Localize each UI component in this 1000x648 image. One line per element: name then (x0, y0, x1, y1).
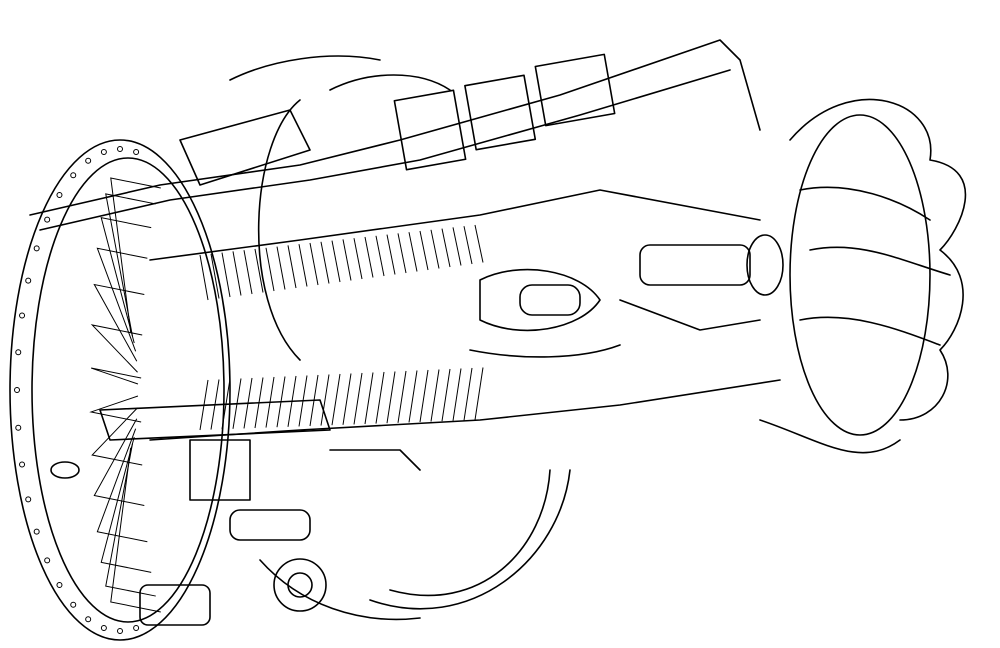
compressor-blade (430, 369, 440, 422)
compressor-blade (386, 234, 396, 275)
fan-blade (100, 217, 152, 344)
rivet (100, 625, 107, 632)
compressor-blade (452, 368, 462, 421)
accessory-gearbox (50, 399, 421, 626)
compressor-blade (254, 248, 264, 293)
compressor-blade (375, 371, 385, 424)
compressor-blade (463, 367, 473, 421)
compressor-blade (441, 228, 451, 268)
compressor-blade (397, 233, 407, 274)
rivet (44, 557, 51, 564)
rivet (33, 528, 40, 535)
compressor (149, 189, 781, 441)
compressor-blade (298, 244, 308, 287)
fan-blade (93, 283, 145, 362)
compressor-blade (474, 367, 484, 421)
rivet (85, 157, 92, 164)
compressor-blade (375, 235, 385, 277)
compressor-blade (287, 245, 297, 289)
compressor-blade (331, 373, 341, 426)
compressor-blade (320, 374, 330, 426)
compressor-blade (342, 373, 352, 425)
fan-blade (90, 324, 143, 373)
compressor-blade (342, 239, 352, 281)
exhaust-nozzle (759, 98, 967, 454)
compressor-blade (265, 247, 275, 292)
combustor (469, 268, 621, 358)
compressor-blade (232, 251, 242, 296)
compressor-blade (210, 253, 220, 299)
compressor-blade (430, 229, 440, 269)
fan-blade (89, 395, 142, 423)
rivet (133, 148, 140, 155)
fan-blade (96, 428, 148, 543)
rivet (56, 581, 63, 588)
compressor-blade (386, 371, 396, 424)
rivet (70, 172, 77, 179)
compressor-blade (408, 232, 418, 272)
compressor-blade (320, 241, 330, 284)
rivet (15, 349, 22, 356)
upper-casing (29, 39, 761, 231)
rivet (70, 601, 77, 608)
compressor-blade (364, 236, 374, 278)
rivet (15, 424, 22, 431)
rivet (14, 387, 20, 393)
rivet (85, 616, 92, 623)
rivet (117, 146, 123, 152)
fan-blade (110, 447, 161, 613)
compressor-blade (364, 372, 374, 425)
turbine (619, 234, 784, 331)
compressor-blade (397, 370, 407, 423)
compressor-blade (276, 246, 286, 290)
rivet (25, 277, 32, 284)
rivet (100, 148, 107, 155)
fan-blade (100, 436, 152, 573)
fan-casing (9, 139, 231, 641)
compressor-blade (353, 372, 363, 425)
fan-blade (93, 418, 145, 506)
compressor-blade (309, 242, 319, 286)
fan-blade (105, 443, 156, 597)
compressor-blade (331, 240, 341, 283)
compressor-blade (474, 224, 484, 263)
compressor-blade (199, 254, 209, 301)
compressor-blade (353, 238, 363, 280)
fan-blade (90, 367, 142, 385)
fan-blade (96, 247, 148, 352)
compressor-blade (408, 370, 418, 423)
fan-blade (105, 193, 156, 337)
rivet (19, 312, 26, 319)
compressor-blade (452, 227, 462, 266)
rivet (44, 216, 51, 223)
fan-blade (110, 177, 161, 333)
rivet (25, 496, 32, 503)
fan-casing-rivets (14, 146, 140, 634)
compressor-blade (419, 230, 429, 271)
compressor-blade (441, 368, 451, 422)
fan (89, 177, 161, 613)
rivet (56, 192, 63, 199)
rivet (33, 245, 40, 252)
rivet (117, 628, 123, 634)
compressor-blade (419, 369, 429, 423)
rivet (19, 461, 26, 468)
rivet (133, 625, 140, 632)
compressor-blade (221, 252, 231, 298)
compressor-blade (243, 250, 253, 295)
fan-blade (91, 407, 143, 466)
compressor-blade (463, 226, 473, 265)
bypass-duct (257, 74, 571, 621)
